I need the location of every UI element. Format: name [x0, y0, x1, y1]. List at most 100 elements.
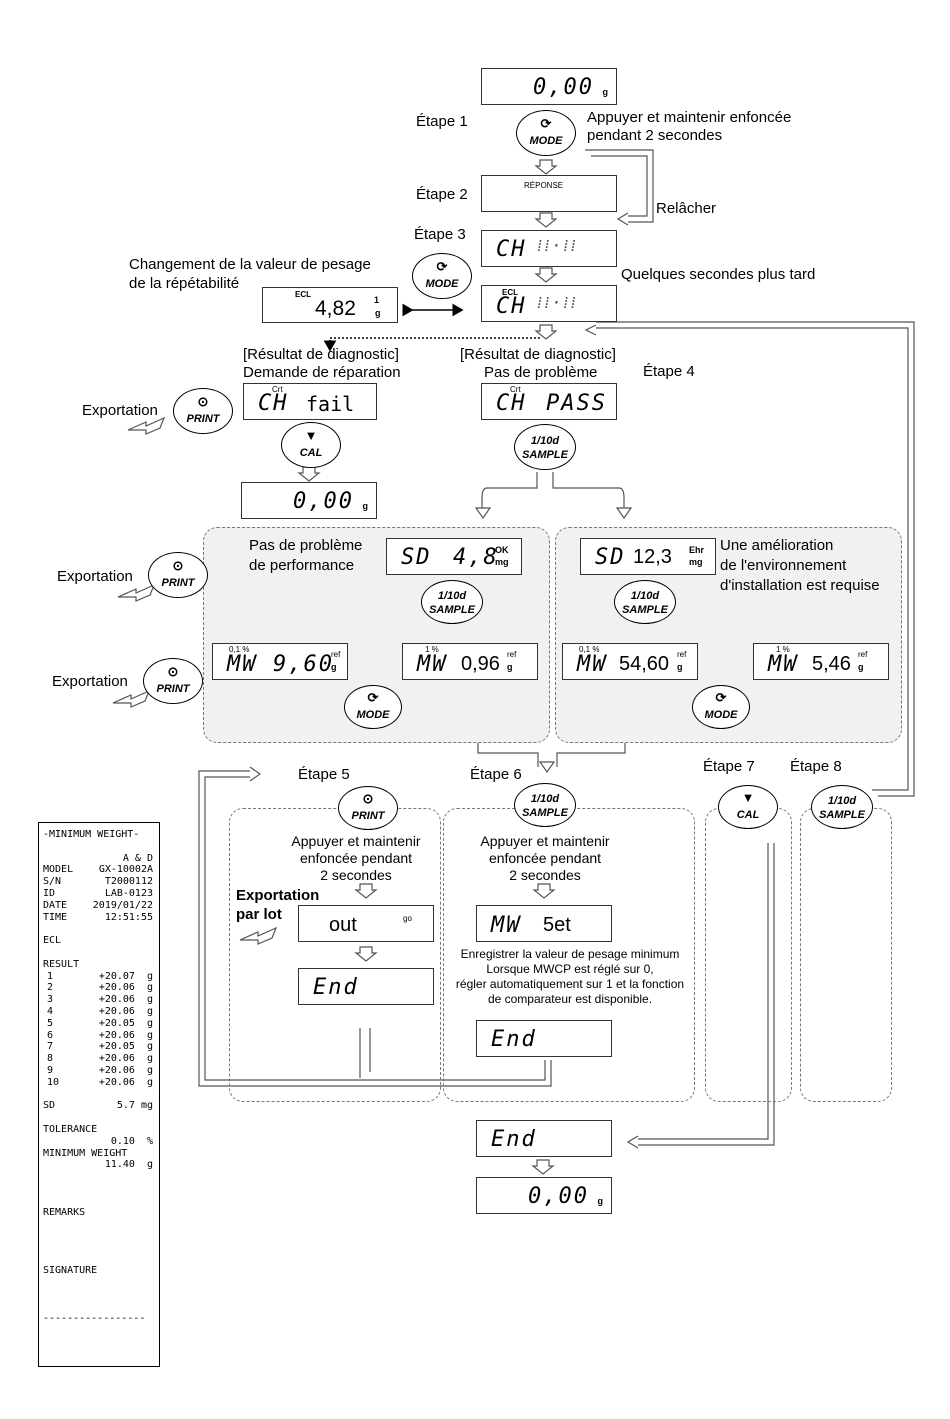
- print-button-1[interactable]: ⊙ PRINT: [173, 388, 233, 434]
- id-value: LAB-0123: [104, 887, 153, 899]
- mode-button-ok[interactable]: ⟳ MODE: [344, 685, 402, 729]
- mw-key: MINIMUM WEIGHT: [43, 1147, 128, 1159]
- ch-text: CH: [258, 391, 289, 416]
- display-mw-ok-1: 1 % MW 0,96 ref g: [402, 643, 538, 680]
- cycle-icon: ⟳: [436, 259, 448, 274]
- step-5-label: Étape 5: [298, 766, 350, 783]
- sample-top-label: 1/10d: [827, 795, 857, 807]
- unit-g: g: [602, 87, 609, 97]
- mw-ok-01-value: 9,60: [273, 652, 334, 677]
- note-batch-2: par lot: [236, 906, 282, 923]
- mw-value: 11.40 g: [104, 1159, 153, 1171]
- mode-button-bad[interactable]: ⟳ MODE: [692, 685, 750, 729]
- note-improve-2: de l'environnement: [720, 557, 847, 574]
- go-tag: go: [403, 914, 412, 923]
- ehr-tag: Ehr: [689, 545, 705, 555]
- result-value: +20.06 g: [98, 982, 153, 994]
- unit-mg: mg: [689, 557, 703, 567]
- reg-1: Enregistrer la valeur de pesage minimum: [460, 947, 680, 961]
- result-index: 8: [47, 1053, 54, 1065]
- step-1-label: Étape 1: [416, 113, 468, 130]
- print-button-3[interactable]: ⊙ PRINT: [143, 658, 203, 704]
- display-ch-ecl: ECL CH ⁞⁞·⁞⁞: [481, 285, 617, 322]
- sample-button-step6[interactable]: 1/10d SAMPLE: [514, 783, 576, 827]
- sample-button-1[interactable]: 1/10d SAMPLE: [514, 424, 576, 470]
- sample-button-bad[interactable]: 1/10d SAMPLE: [614, 580, 676, 624]
- print-icon: ⊙: [167, 664, 179, 679]
- ref-tag: ref: [507, 650, 517, 659]
- note-diag-pass: [Résultat de diagnostic]: [460, 346, 616, 363]
- display-mw-bad-1: 1 % MW 5,46 ref g: [753, 643, 889, 680]
- sample-top-label: 1/10d: [630, 590, 660, 602]
- printout-maker: A & D: [122, 852, 153, 864]
- note-register: Enregistrer la valeur de pesage minimum …: [445, 947, 695, 1007]
- result-value: +20.06 g: [98, 994, 153, 1006]
- sd-text: SD: [595, 545, 626, 570]
- display-zero-fail: 0,00 g: [241, 482, 377, 519]
- display-ch-fail: Crt CH fail: [243, 383, 377, 420]
- mode-button-step1[interactable]: ⟳ MODE: [516, 110, 576, 156]
- result-row: 5+20.05 g: [43, 1018, 153, 1030]
- result-row: 10+20.06 g: [43, 1077, 153, 1089]
- sample-button-ok[interactable]: 1/10d SAMPLE: [421, 580, 483, 624]
- repeat-value: 4,82: [315, 297, 356, 320]
- crt-tag: Crt: [510, 385, 521, 394]
- result-row: 9+20.06 g: [43, 1065, 153, 1077]
- sample-top-label: 1/10d: [530, 793, 560, 805]
- panel-step5: [229, 808, 441, 1102]
- ok-tag: OK: [495, 545, 509, 555]
- hold-b: enfoncée pendant: [299, 850, 413, 866]
- cal-button-1[interactable]: ▼ CAL: [281, 422, 341, 468]
- note-no-problem: Pas de problème: [484, 364, 598, 381]
- unit-g: g: [362, 501, 369, 511]
- tol-key: TOLERANCE: [43, 1123, 98, 1135]
- result-row: 4+20.06 g: [43, 1006, 153, 1018]
- display-ch-blink: CH ⁞⁞·⁞⁞: [481, 230, 617, 267]
- note-hold-1: Appuyer et maintenir enfoncée: [587, 109, 792, 126]
- hold-c: 2 secondes: [320, 867, 392, 883]
- mw-text: MW: [491, 913, 522, 938]
- display-mw-bad-01: 0,1 % MW 54,60 ref g: [562, 643, 698, 680]
- result-value: +20.05 g: [98, 1041, 153, 1053]
- display-response: RÉPONSE: [481, 175, 617, 212]
- sample-button-step8[interactable]: 1/10d SAMPLE: [811, 785, 873, 829]
- pass-text: PASS: [546, 391, 607, 416]
- note-repeat-2: de la répétabilité: [129, 275, 240, 292]
- sample-label: SAMPLE: [819, 809, 865, 821]
- note-improve-3: d'installation est requise: [720, 577, 880, 594]
- sample-label: SAMPLE: [522, 807, 568, 819]
- sd-text: SD: [401, 545, 432, 570]
- display-end-step6: End: [476, 1020, 612, 1057]
- note-improve-1: Une amélioration: [720, 537, 834, 554]
- note-export-1: Exportation: [82, 402, 158, 419]
- pct01-tag: 0,1 %: [579, 645, 600, 654]
- result-value: +20.06 g: [98, 1064, 153, 1076]
- ch-text: CH: [496, 294, 527, 319]
- step-7-label: Étape 7: [703, 758, 755, 775]
- end-text: End: [491, 1027, 537, 1052]
- hold-a: Appuyer et maintenir: [291, 833, 421, 849]
- reg-2: Lorsque MWCP est réglé sur 0,: [486, 962, 654, 976]
- mw-ok-1-value: 0,96: [461, 653, 500, 675]
- unit-g: g: [331, 662, 337, 672]
- print-button-2[interactable]: ⊙ PRINT: [148, 552, 208, 598]
- print-button-step5[interactable]: ⊙ PRINT: [338, 786, 398, 830]
- sd-ok-value: 4,8: [453, 545, 499, 570]
- sd-bad-value: 12,3: [633, 546, 672, 568]
- display-sd-bad: SD 12,3 Ehr mg: [580, 538, 716, 575]
- cal-label: CAL: [736, 809, 760, 821]
- result-index: 5: [47, 1017, 54, 1029]
- display-sd-ok: SD 4,8 OK mg: [386, 538, 522, 575]
- tol-value: 0.10 %: [110, 1135, 153, 1147]
- display-end-final: End: [476, 1120, 612, 1157]
- cal-button-step7[interactable]: ▼ CAL: [718, 785, 778, 829]
- ecl-tag: ECL: [502, 288, 518, 297]
- step-4-label: Étape 4: [643, 363, 695, 380]
- mw-text: MW: [227, 652, 258, 677]
- note-export-3: Exportation: [52, 673, 128, 690]
- end-text: End: [491, 1127, 537, 1152]
- result-value: +20.07 g: [98, 970, 153, 982]
- print-icon: ⊙: [197, 394, 209, 409]
- mode-button-repeat[interactable]: ⟳ MODE: [412, 253, 472, 299]
- panel-step7: [705, 808, 792, 1102]
